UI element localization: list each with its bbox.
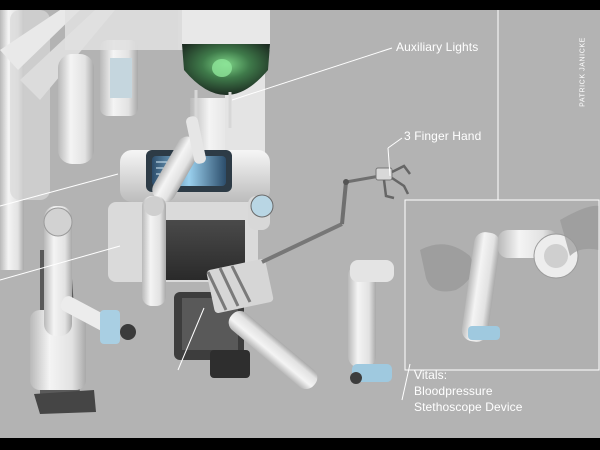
callout-line-hand (387, 147, 391, 177)
callout-line-left-2 (0, 245, 121, 281)
vitals-arm (228, 260, 394, 390)
callout-line-center (177, 307, 205, 371)
extended-arm (261, 174, 381, 264)
callout-vitals-stethoscope: Stethoscope Device (414, 400, 523, 414)
robot-artwork (0, 10, 600, 414)
callout-line-left-1 (0, 173, 119, 207)
callout-vitals-bloodpressure: Bloodpressure (414, 384, 493, 398)
chassis-left (0, 10, 180, 270)
three-finger-hand (375, 164, 411, 200)
left-arm (43, 206, 136, 344)
callout-vitals-heading: Vitals: (414, 368, 448, 382)
detail-inset (405, 200, 599, 370)
callout-auxiliary-lights: Auxiliary Lights (396, 40, 479, 54)
callout-line-aux-lights (231, 47, 393, 101)
callout-line-vitals (401, 363, 411, 401)
callout-lines (0, 10, 600, 401)
robot-illustration: Auxiliary Lights 3 Finger Hand Vitals: B… (0, 10, 600, 438)
artist-credit-text: PATRICK JANICKE (579, 37, 587, 107)
center-arms (142, 116, 274, 314)
callout-3-finger-hand: 3 Finger Hand (404, 129, 482, 143)
artist-credit: PATRICK JANICKE (577, 30, 589, 114)
inset-frame (404, 199, 600, 371)
